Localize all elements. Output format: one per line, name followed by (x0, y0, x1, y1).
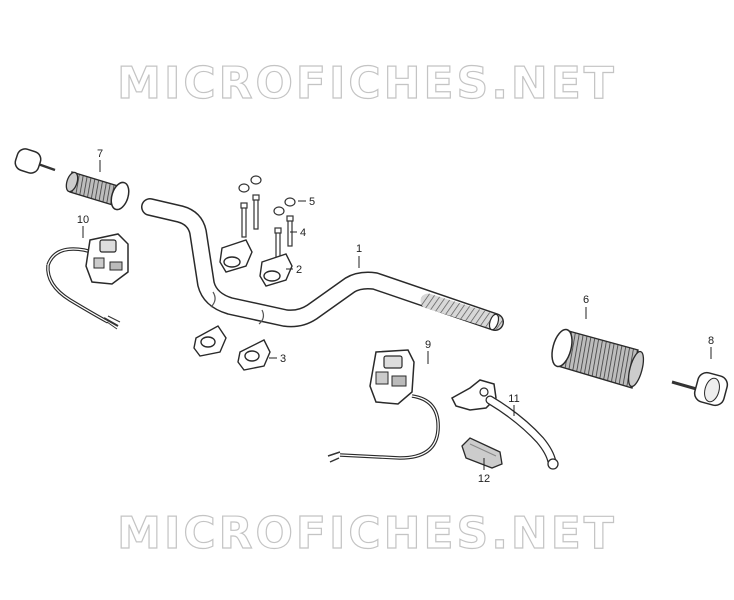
callout-labels: 1 2 3 4 5 6 7 8 9 10 11 12 (77, 148, 714, 485)
callout-6: 6 (583, 294, 589, 306)
bolts (240, 194, 294, 259)
callout-10: 10 (77, 214, 89, 226)
left-grip (65, 171, 130, 211)
callout-8: 8 (708, 335, 714, 347)
watermark-bottom: MICROFICHES.NET (117, 507, 617, 559)
callout-2: 2 (296, 264, 302, 276)
caps (238, 175, 296, 216)
callout-4: 4 (300, 227, 306, 239)
callout-9: 9 (425, 339, 431, 351)
upper-holders (219, 239, 293, 287)
callout-11: 11 (508, 393, 519, 405)
leader-lines (82, 160, 712, 470)
handlebar (141, 198, 504, 331)
brake-lever (451, 379, 559, 470)
right-grip (551, 328, 645, 389)
right-switch (327, 349, 440, 463)
left-bar-end-weight (14, 148, 56, 174)
callout-1: 1 (356, 243, 362, 255)
callout-12: 12 (478, 473, 490, 485)
callout-3: 3 (280, 353, 286, 365)
callout-7: 7 (97, 148, 103, 160)
watermark-top: MICROFICHES.NET (117, 57, 617, 109)
lever-cover (461, 437, 503, 469)
right-bar-end-weight (671, 371, 729, 407)
callout-5: 5 (309, 196, 315, 208)
lower-holders (193, 325, 271, 371)
left-switch (46, 233, 129, 330)
